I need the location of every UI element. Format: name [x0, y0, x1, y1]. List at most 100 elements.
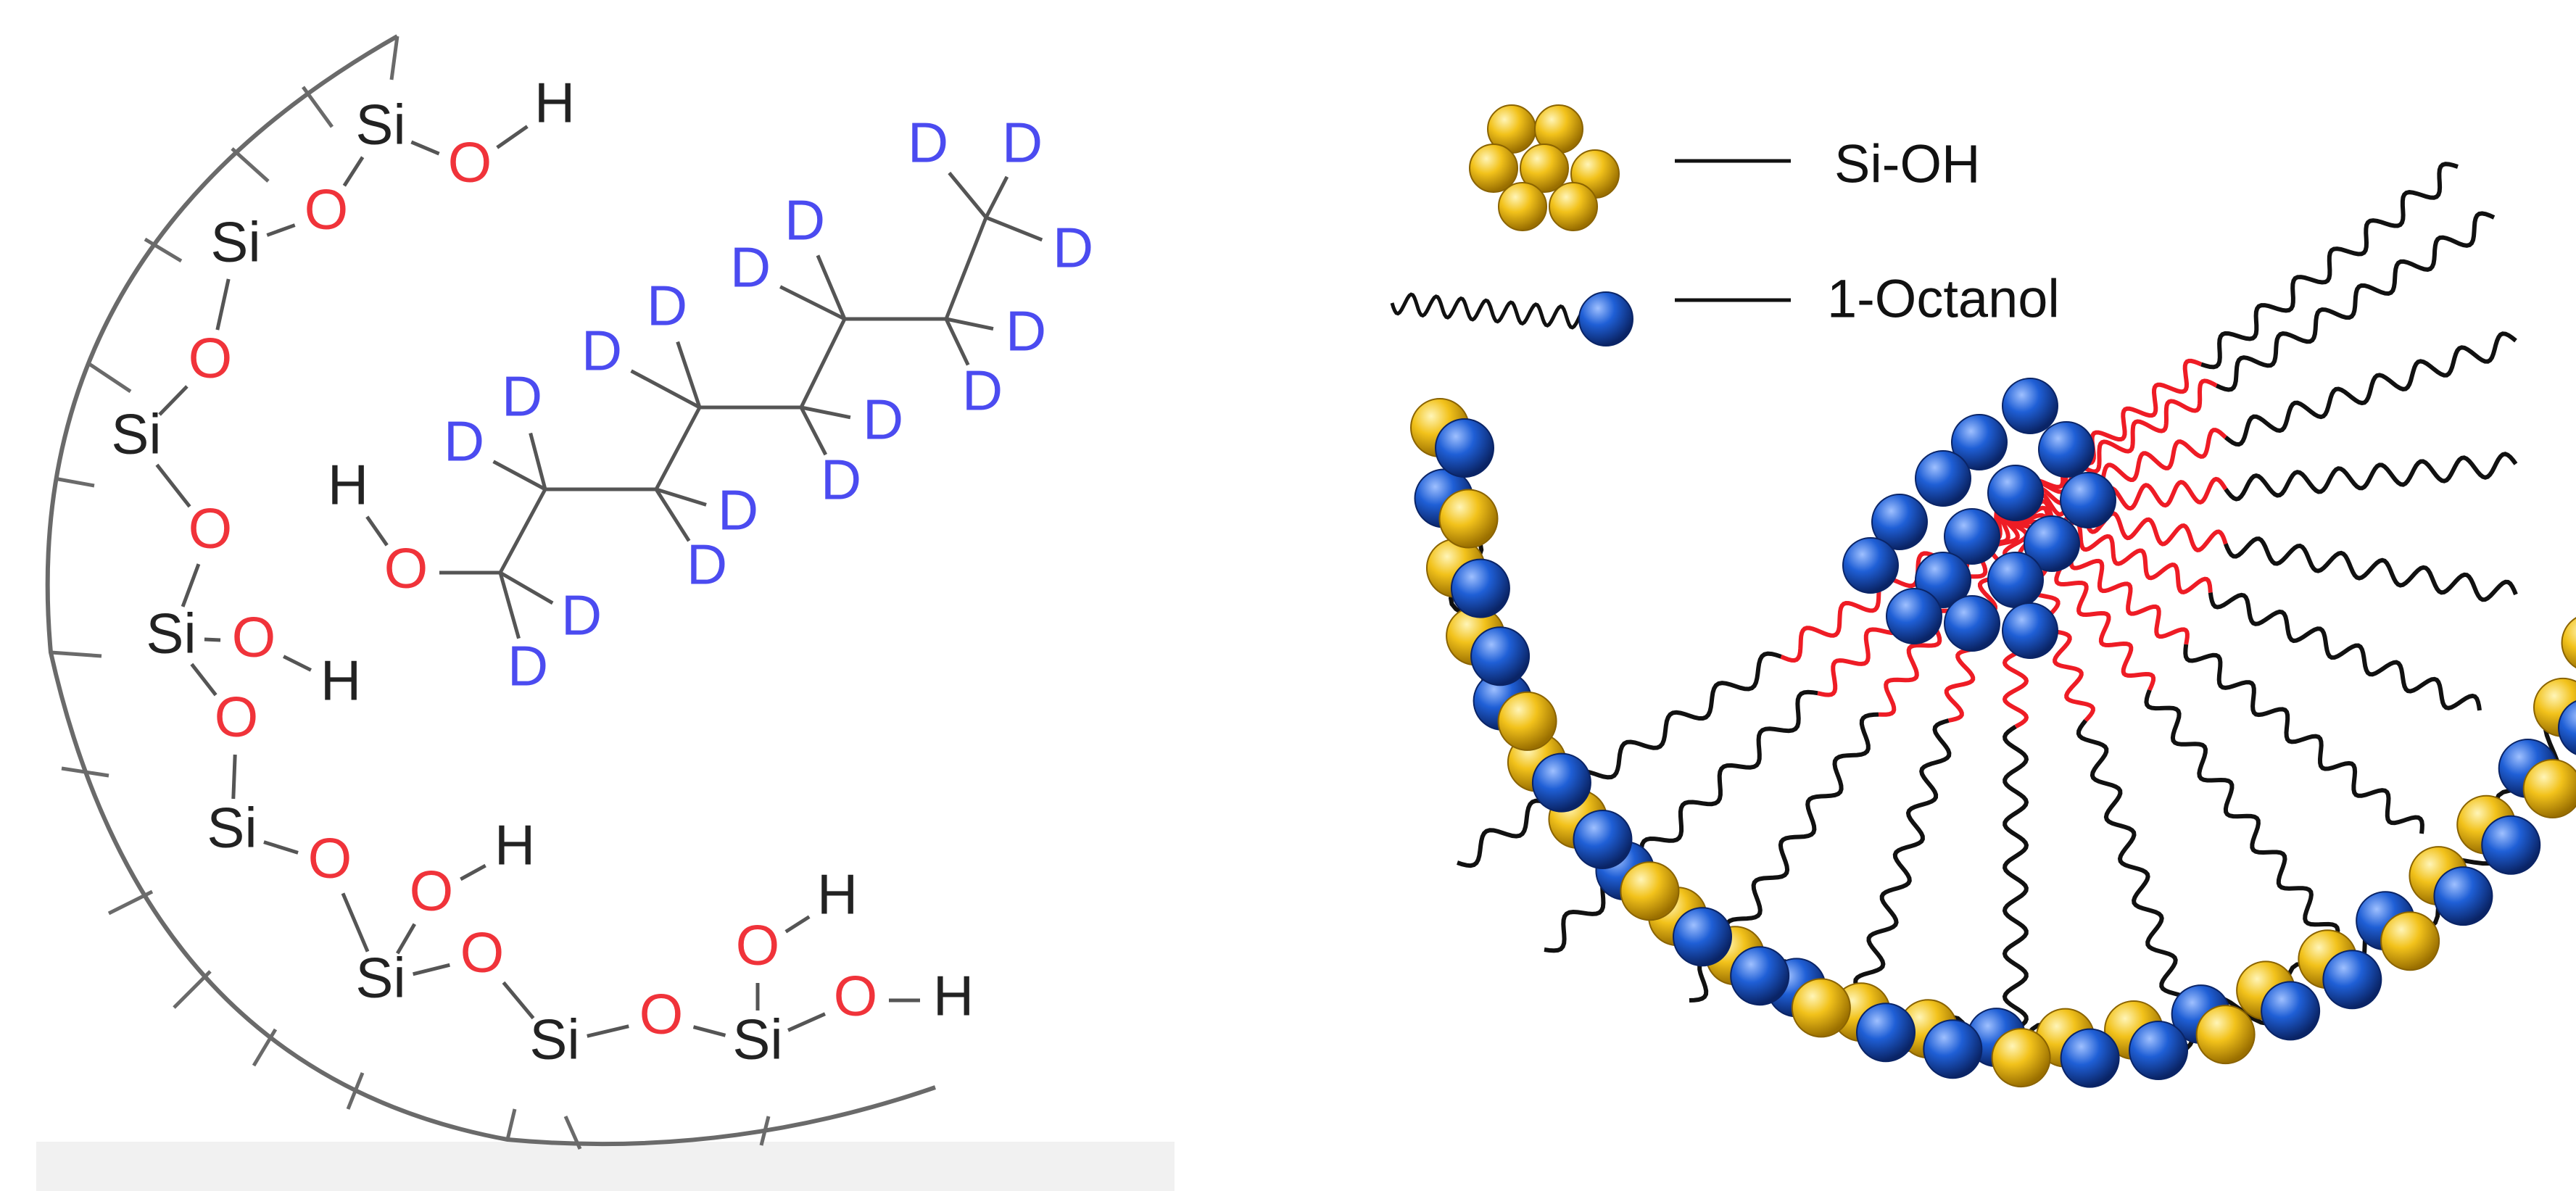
octanol-bead	[1944, 508, 2000, 565]
octanol-chain-black	[2224, 452, 2518, 502]
chemical-bond	[984, 175, 1009, 219]
surface-tick	[54, 476, 95, 488]
deuterium-label: D	[863, 388, 903, 452]
chemical-bond	[498, 488, 547, 574]
oxygen-label: O	[410, 859, 454, 923]
octanol-bead	[1915, 450, 1971, 507]
octanol-head-cluster	[1842, 378, 2116, 659]
chemical-bond	[396, 923, 416, 955]
deuterium-label: D	[444, 410, 484, 473]
hydrogen-label: H	[817, 863, 858, 926]
chemical-bond	[816, 254, 847, 320]
oxygen-label: O	[834, 964, 878, 1028]
chemical-bond	[787, 1012, 826, 1032]
octanol-chain-black	[2002, 724, 2029, 1032]
octanol-chain-black	[2208, 592, 2482, 711]
chemical-bond	[784, 915, 811, 934]
octanol-bead	[2261, 981, 2321, 1041]
silica-surface-arc	[45, 34, 936, 1147]
deuterium-label: D	[1006, 299, 1046, 363]
chemical-bond	[181, 563, 201, 607]
surface-tick	[252, 1028, 278, 1067]
octanol-bead	[1531, 752, 1591, 813]
chemical-bond	[155, 463, 191, 508]
octanol-chain-black	[2200, 162, 2459, 370]
legend-octanol-label: 1-Octanol	[1827, 269, 2060, 329]
deuterium-label: D	[718, 478, 758, 542]
bottom-strip	[36, 1142, 1175, 1191]
surface-tick	[144, 237, 183, 263]
chemical-bond	[948, 171, 987, 219]
silicon-label: Si	[355, 93, 405, 157]
oxygen-label: O	[232, 605, 276, 669]
octanol-bead	[2433, 866, 2493, 926]
chemical-bond	[985, 215, 1043, 242]
octanol-chain-black	[2076, 719, 2192, 1016]
hydrogen-label: H	[494, 813, 535, 877]
chemical-bond	[587, 1024, 629, 1038]
octanol-bead	[2322, 950, 2382, 1010]
chemical-bond	[342, 156, 365, 187]
octanol-bead	[2060, 1028, 2120, 1088]
chemical-bond	[341, 892, 370, 953]
oxygen-label: O	[305, 178, 349, 241]
surface-tick	[173, 970, 212, 1009]
deuterium-label: D	[821, 448, 861, 512]
deuterium-label: D	[647, 274, 687, 338]
surface-tick	[563, 1115, 582, 1150]
chemical-bond	[800, 405, 851, 420]
surface-tick	[759, 1116, 771, 1146]
silanol-bead	[1498, 182, 1547, 231]
chemical-bond	[499, 570, 554, 605]
octanol-bead	[1573, 810, 1633, 870]
chemical-bond	[799, 406, 828, 456]
hydrogen-label: H	[320, 649, 361, 713]
chemical-bond	[283, 655, 312, 672]
octanol-chain-red	[2014, 358, 2203, 513]
chemical-bond	[502, 981, 535, 1020]
silanol-bead	[2195, 1005, 2256, 1065]
surface-tick	[389, 36, 399, 80]
chemical-bond	[204, 637, 221, 642]
octanol-chain-red	[2013, 499, 2228, 552]
octanol-chain-black	[2183, 644, 2424, 834]
deuterium-label: D	[561, 584, 602, 647]
silicon-label: Si	[146, 602, 196, 665]
octanol-chain-black	[2224, 331, 2517, 447]
deuterium-label: D	[687, 533, 727, 597]
silicon-label: Si	[207, 796, 257, 860]
octanol-bead	[2002, 602, 2058, 659]
chemical-bond	[799, 318, 847, 409]
silanol-bead	[1497, 691, 1557, 751]
molecular-bonds	[155, 125, 1043, 1038]
octanol-bead	[1987, 465, 2044, 521]
octanol-bead	[2024, 515, 2080, 572]
silanol-bead	[1620, 861, 1680, 921]
octanol-chain-red	[2013, 476, 2228, 520]
deuterium-label: D	[1053, 216, 1093, 280]
silanol-bead	[1549, 182, 1598, 231]
chemical-bond	[529, 432, 547, 490]
oxygen-label: O	[384, 536, 428, 600]
hydrogen-label: H	[534, 71, 575, 135]
surface-tick	[346, 1072, 365, 1110]
silanol-bead	[1791, 978, 1851, 1038]
surface-tick	[61, 766, 109, 778]
chemical-bond	[460, 863, 486, 881]
octanol-bead	[2038, 421, 2095, 478]
silicon-label: Si	[355, 946, 405, 1010]
chemical-bond	[779, 285, 846, 321]
chemical-bond	[630, 369, 701, 410]
octanol-chain-red	[2013, 428, 2227, 518]
deuterium-label: D	[508, 634, 548, 698]
chemical-bond	[944, 318, 970, 366]
octanol-bead	[1944, 595, 2000, 652]
chemical-bond	[190, 663, 218, 697]
oxygen-label: O	[189, 326, 233, 390]
octanol-bead	[1842, 537, 1899, 594]
surface-beads	[1410, 398, 2576, 1088]
silanol-bead	[1469, 144, 1518, 193]
octanol-bead	[2002, 378, 2058, 434]
